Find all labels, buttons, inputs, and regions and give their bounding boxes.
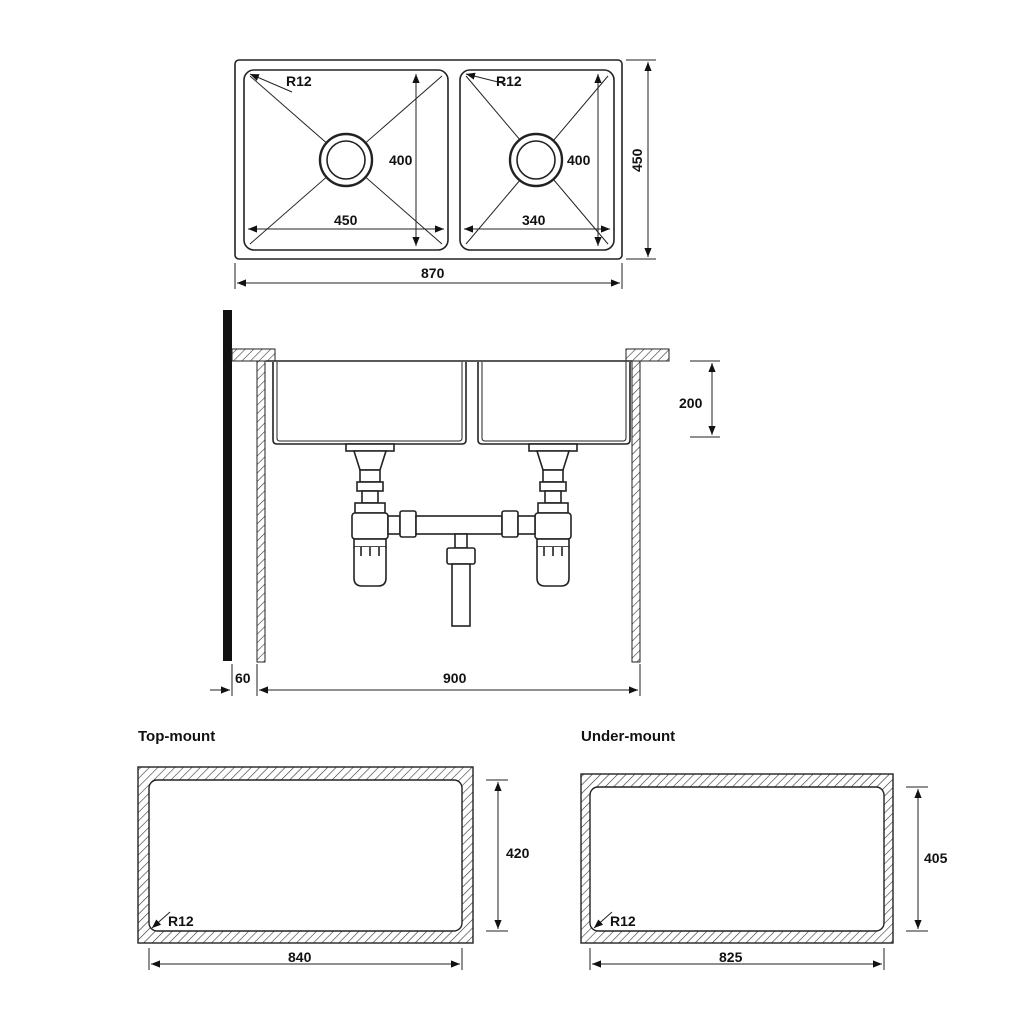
right-bowl-width: 340 — [522, 212, 546, 228]
under-mount-title: Under-mount — [581, 728, 675, 745]
top-mount-width: 840 — [288, 949, 312, 965]
under-mount-radius: R12 — [610, 913, 636, 929]
section-left-bowl — [272, 362, 467, 445]
section-right-bowl — [477, 362, 631, 445]
right-waste-trap — [528, 443, 578, 587]
left-radius-leader — [249, 73, 293, 93]
left-bowl-width: 450 — [334, 212, 358, 228]
cabinet-width: 900 — [443, 670, 467, 686]
top-mount-height: 420 — [506, 845, 530, 861]
cabinet-wall-left — [256, 360, 266, 663]
left-drain-inner — [326, 140, 366, 180]
wall-gap: 60 — [235, 670, 251, 686]
left-waste-trap — [345, 443, 395, 587]
overall-width: 870 — [421, 265, 445, 281]
under-mount-cutout: Under-mount R12 405 825 — [580, 728, 948, 970]
bowl-depth: 200 — [679, 395, 703, 411]
connecting-pipe — [387, 510, 536, 627]
cabinet-wall-right — [631, 360, 641, 663]
right-bowl-depth: 400 — [567, 152, 591, 168]
right-drain-inner — [516, 140, 556, 180]
countertop-right — [625, 348, 670, 362]
right-bowl: R12 400 340 — [459, 69, 615, 251]
countertop-left — [231, 348, 276, 362]
right-radius-leader — [465, 72, 507, 85]
under-mount-opening — [589, 786, 885, 932]
left-bowl-radius: R12 — [286, 73, 312, 89]
right-bowl-outline — [459, 69, 615, 251]
right-bowl-radius: R12 — [496, 73, 522, 89]
top-mount-title: Top-mount — [138, 728, 215, 745]
under-mount-width: 825 — [719, 949, 743, 965]
overall-depth: 450 — [629, 148, 645, 172]
left-bowl-depth: 400 — [389, 152, 413, 168]
section-view: 200 60 900 — [210, 310, 720, 696]
top-mount-opening — [148, 779, 463, 932]
left-bowl-outline — [243, 69, 449, 251]
back-wall — [223, 310, 232, 661]
top-mount-cutout: Top-mount R12 420 840 — [137, 728, 530, 970]
left-bowl: R12 400 450 — [243, 69, 449, 251]
top-mount-radius: R12 — [168, 913, 194, 929]
plan-view: R12 400 450 R12 400 340 450 870 — [234, 59, 656, 289]
sink-outline — [234, 59, 623, 260]
under-mount-height: 405 — [924, 850, 948, 866]
